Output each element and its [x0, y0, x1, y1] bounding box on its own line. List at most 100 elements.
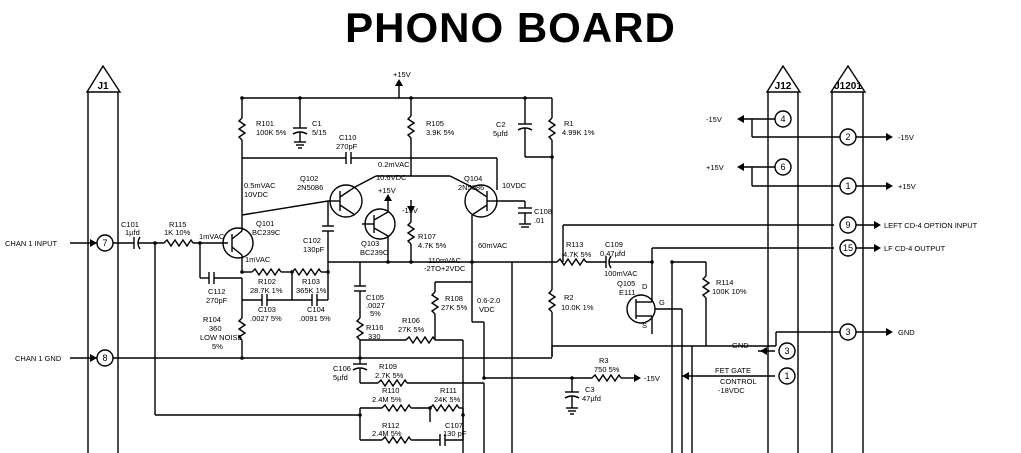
- gnd-label: GND: [732, 341, 749, 350]
- resistor-r101: R101 100K 5%: [237, 98, 287, 215]
- c101-ref: C101: [121, 220, 139, 229]
- q104-value: 2N5086: [458, 183, 484, 192]
- r3-value: 750 5%: [594, 365, 620, 374]
- resistor-r116: R116 330: [355, 317, 406, 358]
- c107-value: 130 pF: [443, 429, 467, 438]
- r101-ref: R101: [256, 119, 274, 128]
- voltage-label: 100mVAC: [604, 269, 638, 278]
- r114-ref: R114: [716, 278, 733, 287]
- capacitor-c103: C103 .0027 5%: [242, 272, 293, 323]
- voltage-label: 60mVAC: [478, 241, 508, 250]
- capacitor-c106: C106 5µfd: [333, 358, 368, 383]
- r111-ref: R111: [440, 386, 457, 395]
- transistor-q103: +15V Q103 BC239C: [360, 186, 396, 262]
- connector-j1-label: J1: [97, 81, 109, 92]
- voltage-label: 1mVAC: [245, 255, 271, 264]
- r1-ref: R1: [564, 119, 574, 128]
- chan1-gnd: CHAN 1 GND 8: [15, 345, 776, 367]
- output-plus15-label: +15V: [898, 182, 916, 191]
- resistor-r114: R114 100K 10%: [672, 261, 747, 346]
- voltage-label: 110mVAC: [428, 256, 462, 265]
- pin9-left-cd4: 9 LEFT CD-4 OPTION INPUT: [839, 216, 978, 234]
- r105-ref: R105: [426, 119, 444, 128]
- c108-value: .01: [534, 216, 544, 225]
- fet-q105: Q105 E111 D G S: [617, 262, 683, 453]
- c1-value: 5/15: [312, 128, 327, 137]
- capacitor-c2: C2 5µfd: [493, 98, 533, 157]
- pin-3-out: 3: [845, 327, 850, 337]
- resistor-r3: -15V R3 750 5%: [482, 356, 660, 383]
- r110-value: 2.4M 5%: [372, 395, 402, 404]
- voltage-label: 10VDC: [502, 181, 527, 190]
- supply-rail-top: +15V: [240, 70, 527, 100]
- capacitor-c104: C104 .0091 5%: [292, 294, 331, 323]
- q104-ref: Q104: [464, 174, 482, 183]
- r3-supply: -15V: [644, 374, 660, 383]
- pin-8: 8: [102, 353, 107, 363]
- c101-value: 1µfd: [125, 228, 140, 237]
- control-voltage-label: -18VDC: [718, 386, 745, 395]
- fet-gate-label: G: [659, 298, 665, 307]
- c104-value: .0091 5%: [299, 314, 331, 323]
- capacitor-c112: C112 270pF: [198, 241, 242, 305]
- resistor-r102: R102 28.7K 1%: [240, 267, 294, 295]
- pin-15: 15: [843, 243, 853, 253]
- connector-j1201-label: J1201: [834, 81, 862, 92]
- resistor-r111: R111 24K 5%: [428, 386, 463, 422]
- c110-ref: C110: [339, 133, 356, 142]
- transistor-q104: Q104 2N5086: [411, 158, 500, 262]
- c3-value: 47µfd: [582, 394, 601, 403]
- c3-ref: C3: [585, 385, 595, 394]
- c105-tol: 5%: [370, 309, 381, 318]
- resistor-r103: R103 365K 1%: [291, 262, 330, 300]
- r113-value: 4.7K 5%: [563, 250, 592, 259]
- fet-source-label: S: [642, 321, 647, 330]
- signal-line-r113: R113 4.7K 5% 60mVAC 110mVAC -2TO+2VDC: [328, 240, 606, 273]
- r108-ref: R108: [445, 294, 463, 303]
- q103-value: BC239C: [360, 248, 389, 257]
- pin-3: 3: [784, 346, 789, 356]
- r104-note: LOW NOISE: [200, 333, 243, 342]
- pin-2: 2: [845, 132, 850, 142]
- r107-value: 4.7K 5%: [418, 241, 447, 250]
- q101-value: BC239C: [252, 228, 281, 237]
- r103-ref: R103: [302, 277, 320, 286]
- c2-value: 5µfd: [493, 129, 508, 138]
- q105-value: E111: [619, 288, 635, 297]
- left-cd4-trace: [562, 224, 834, 262]
- voltage-label: 0.6-2.0: [477, 296, 500, 305]
- pin6-supply-label: +15V: [706, 163, 724, 172]
- q101-ref: Q101: [256, 219, 274, 228]
- voltage-label: 0.5mVAC: [244, 181, 276, 190]
- c107-ref: C107: [445, 421, 463, 430]
- c103-value: .0027 5%: [250, 314, 282, 323]
- resistor-r115: R115 1K 10% 1mVAC: [163, 220, 228, 248]
- j12-pin1-fet-gate: FET GATE CONTROL -18VDC 1: [682, 366, 796, 395]
- c1-ref: C1: [312, 119, 322, 128]
- r114-value: 100K 10%: [712, 287, 747, 296]
- capacitor-c1: C1 5/15: [292, 98, 327, 149]
- capacitor-c107: C107 130 pF: [439, 421, 467, 446]
- c102-value: 130pF: [303, 245, 325, 254]
- r116-value: 330: [368, 332, 381, 341]
- resistor-r110: R110 2.4M 5%: [360, 386, 430, 413]
- r111-value: 24K 5%: [434, 395, 461, 404]
- pin-1-j12: 1: [784, 371, 789, 381]
- pin-4: 4: [780, 114, 785, 124]
- voltage-label: -2TO+2VDC: [424, 264, 466, 273]
- r116-ref: R116: [366, 323, 383, 332]
- voltage-label: VDC: [479, 305, 495, 314]
- pin-9: 9: [845, 220, 850, 230]
- c109-value: 0.47µfd: [600, 249, 625, 258]
- connector-j1201: J1201: [829, 64, 867, 453]
- output-gnd-label: GND: [898, 328, 915, 337]
- connector-j12-label: J12: [775, 81, 792, 92]
- r2-ref: R2: [564, 293, 574, 302]
- capacitor-c101: C101 1µfd: [121, 220, 164, 250]
- resistor-r107: -15V R107 4.7K 5%: [402, 200, 447, 262]
- pin6-plus15: +15V 6 1 +15V: [706, 158, 916, 195]
- pin-7: 7: [102, 238, 107, 248]
- c110-value: 270pF: [336, 142, 358, 151]
- voltage-label: 0.2mVAC: [378, 160, 410, 169]
- c103-ref: C103: [258, 305, 276, 314]
